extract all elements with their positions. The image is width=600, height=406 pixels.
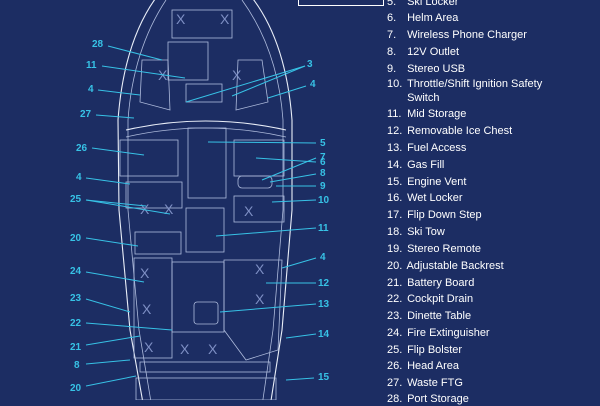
legend-item: 26. Head Area: [387, 360, 460, 372]
callout-10: 10: [318, 195, 330, 206]
callout-4c: 4: [310, 79, 316, 90]
callout-11: 11: [86, 60, 97, 71]
legend-item: 23. Dinette Table: [387, 310, 472, 322]
svg-text:X: X: [255, 291, 265, 307]
callout-6: 6: [320, 157, 326, 168]
legend-item: 6. Helm Area: [387, 12, 459, 24]
svg-text:X: X: [144, 339, 154, 355]
boat-layout-diagram: X X X X X X X X X X X X X X 28 11 4 27 2…: [70, 0, 330, 400]
legend-item: 24. Fire Extinguisher: [387, 327, 490, 339]
svg-text:X: X: [255, 261, 265, 277]
callout-22: 22: [70, 318, 82, 329]
legend-header-box: [298, 0, 384, 6]
callout-23: 23: [70, 293, 82, 304]
legend-item: 12. Removable Ice Chest: [387, 125, 513, 137]
callout-14: 14: [318, 329, 330, 340]
callout-24: 24: [70, 266, 82, 277]
cockpit-area: [133, 207, 283, 400]
legend-item: 21. Battery Board: [387, 277, 475, 289]
callout-5: 5: [320, 138, 326, 149]
legend-list: 5. Ski Locker 6. Helm Area 7. Wireless P…: [387, 0, 600, 405]
legend-item: 25. Flip Bolster: [387, 344, 463, 356]
callout-7: 7: [320, 152, 326, 163]
callout-15: 15: [318, 372, 330, 383]
legend-item: 11. Mid Storage: [387, 108, 467, 120]
svg-text:X: X: [176, 11, 186, 27]
svg-text:X: X: [164, 201, 174, 217]
legend-item: 15. Engine Vent: [387, 176, 467, 188]
callout-3: 3: [307, 59, 313, 70]
callout-4d: 4: [320, 252, 326, 263]
legend-item: 19. Stereo Remote: [387, 243, 482, 255]
svg-text:X: X: [140, 265, 150, 281]
legend-item: 22. Cockpit Drain: [387, 293, 474, 305]
callout-27: 27: [80, 109, 92, 120]
boat-hull-outline: [117, 0, 293, 400]
legend-item: 28. Port Storage: [387, 393, 469, 405]
legend-item: 5. Ski Locker: [387, 0, 459, 8]
svg-text:X: X: [180, 341, 190, 357]
callout-28: 28: [92, 39, 104, 50]
windshield: [125, 120, 287, 138]
legend-item: 9. Stereo USB: [387, 63, 466, 75]
svg-text:X: X: [140, 201, 150, 217]
callout-8b: 8: [74, 360, 80, 371]
legend-item: 10. Throttle/Shift Ignition Safety Switc…: [387, 78, 543, 104]
legend-item: 20. Adjustable Backrest: [387, 260, 504, 272]
callout-4b: 4: [76, 172, 82, 183]
legend-item: 27. Waste FTG: [387, 377, 463, 389]
callout-group-left: 28 11 4 27 26 4 25 20 24 23 22 21 8 20: [70, 39, 186, 394]
svg-text:X: X: [220, 11, 230, 27]
svg-text:X: X: [208, 341, 218, 357]
legend-item: 8. 12V Outlet: [387, 46, 460, 58]
legend-item: 18. Ski Tow: [387, 226, 445, 238]
callout-group-right: 3 4 5 6 7 8 9 10 11 4 12 13 14 15: [185, 59, 330, 383]
callout-8: 8: [320, 168, 326, 179]
svg-text:X: X: [244, 203, 254, 219]
callout-20: 20: [70, 233, 82, 244]
legend-item: 14. Gas Fill: [387, 159, 445, 171]
seat-markers: X X X X X X X X X X X X X X: [140, 11, 265, 357]
callout-21: 21: [70, 342, 82, 353]
bow-seating: [139, 9, 269, 111]
svg-text:X: X: [142, 301, 152, 317]
legend-item: 7. Wireless Phone Charger: [387, 29, 527, 41]
legend-item: 17. Flip Down Step: [387, 209, 482, 221]
callout-11b: 11: [318, 223, 329, 234]
callout-13: 13: [318, 299, 330, 310]
callout-25: 25: [70, 194, 82, 205]
legend-item: 13. Fuel Access: [387, 142, 467, 154]
callout-12: 12: [318, 278, 330, 289]
callout-4: 4: [88, 84, 94, 95]
callout-9: 9: [320, 181, 326, 192]
legend-item: 16. Wet Locker: [387, 192, 463, 204]
svg-text:X: X: [232, 67, 242, 83]
callout-26: 26: [76, 143, 88, 154]
callout-20b: 20: [70, 383, 82, 394]
